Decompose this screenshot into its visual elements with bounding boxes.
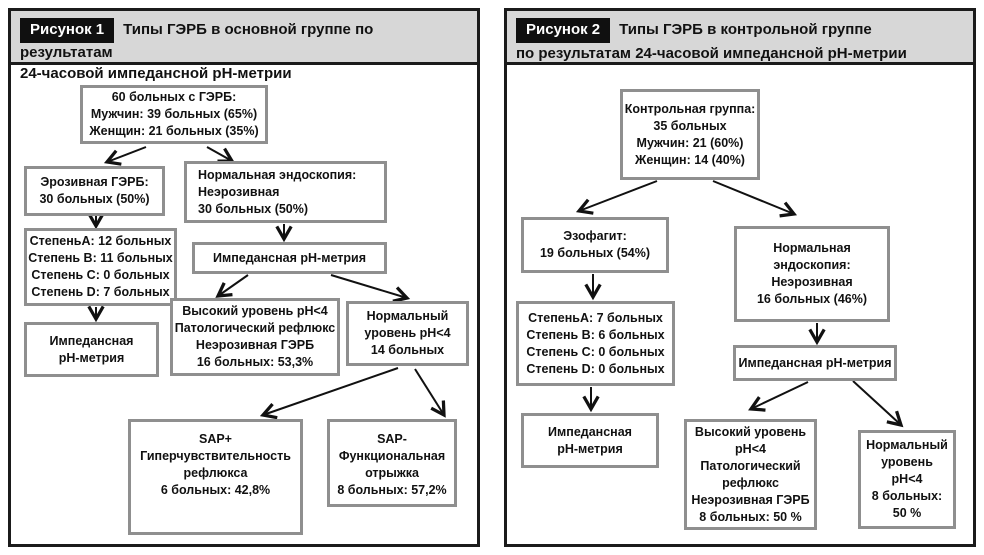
node-text-line: эндоскопия: <box>773 258 851 272</box>
node-text-line: 8 больных: 57,2% <box>337 483 447 497</box>
node-fig2-impedance-mid: Импедансная pH-метрия <box>733 345 897 381</box>
node-text-line: Нормальная <box>773 241 851 255</box>
node-fig2-esophagitis: Эзофагит: 19 больных (54%) <box>521 217 669 273</box>
node-text-line: Степень В: 11 больных <box>28 251 173 265</box>
figure2-header-line1: Рисунок 2 Типы ГЭРБ в контрольной группе <box>516 18 964 43</box>
node-text-line: Степень С: 0 больных <box>526 344 665 359</box>
figure1-flowchart: 60 больных с ГЭРБ: Мужчин: 39 больных (65… <box>11 65 471 541</box>
node-text-line: рефлюкс <box>722 475 779 490</box>
node-fig1-impedance-mid: Импедансная pH-метрия <box>192 242 387 274</box>
node-text-line: 50 % <box>892 506 922 520</box>
node-text-line: Неэрозивная ГЭРБ <box>691 492 810 507</box>
node-text-line: Гиперчувствительность <box>140 449 291 463</box>
node-fig1-normal-ph: Нормальный уровень pH<4 14 больных <box>346 301 469 366</box>
figure1-title-line1: Типы ГЭРБ в основной группе по результат… <box>20 21 374 61</box>
node-text-line: 30 больных (50%) <box>39 192 150 206</box>
node-text-line: Степень С: 0 больных <box>31 268 170 282</box>
node-fig1-sap-plus: SAP+ Гиперчувствительность рефлюкса 6 больн… <box>128 419 303 535</box>
node-text-line: Высокий уровень <box>694 424 807 439</box>
node-text-line: pH-метрия <box>58 350 125 365</box>
node-text-line: pH<4 <box>735 441 766 456</box>
node-text-line: Эзофагит: <box>563 229 627 243</box>
node-text-line: Контрольная группа: <box>624 101 756 116</box>
node-text-line: Импедансная pH-метрия <box>213 250 366 265</box>
node-fig2-normal-endoscopy: Нормальная эндоскопия: Неэрозивная 16 больн… <box>734 226 890 322</box>
node-text-line: уровень pH<4 <box>364 326 451 340</box>
node-fig1-erosive: Эрозивная ГЭРБ: 30 больных (50%) <box>24 166 165 216</box>
node-text-line: Нормальный <box>366 309 449 323</box>
node-text-line: Нормальный <box>866 438 948 452</box>
node-text-line: 6 больных: 42,8% <box>160 483 271 497</box>
node-text-line: 35 больных <box>653 118 727 133</box>
node-fig1-patients: 60 больных с ГЭРБ: Мужчин: 39 больных (65… <box>80 85 268 144</box>
node-text-line: 8 больных: 50 % <box>699 509 802 524</box>
node-text-line: 60 больных с ГЭРБ: <box>111 90 237 104</box>
node-text-line: Неэрозивная <box>771 275 853 289</box>
node-text-line: Мужчин: 21 (60%) <box>636 135 744 150</box>
node-text-line: pH<4 <box>891 472 923 486</box>
node-fig2-impedance-left: Импедансная pH-метрия <box>521 413 659 468</box>
figure1-badge: Рисунок 1 <box>20 18 115 43</box>
node-text-line: СтепеньА: 7 больных <box>528 310 663 325</box>
node-text-line: Степень D: 0 больных <box>526 361 665 376</box>
node-text-line: Патологический рефлюкс <box>174 321 336 335</box>
node-text-line: 16 больных (46%) <box>756 292 868 306</box>
node-text-line: Неэрозивная <box>198 184 280 199</box>
node-text-line: СтепеньА: 12 больных <box>29 234 172 248</box>
node-text-line: Степень В: 6 больных <box>526 327 665 342</box>
node-text-line: Степень D: 7 больных <box>31 285 170 299</box>
node-fig1-sap-minus: SAP- Функциональная отрыжка 8 больных: 57,2… <box>327 419 457 507</box>
node-text-line: Женщин: 21 больных (35%) <box>89 124 259 138</box>
node-text-line: Мужчин: 39 больных (65%) <box>90 107 258 121</box>
figure1-title-line2: 24-часовой импедансной pH-метрии <box>20 65 292 82</box>
node-fig1-impedance-left: Импедансная pH-метрия <box>24 322 159 377</box>
node-text-line: Высокий уровень pH<4 <box>182 304 328 318</box>
node-text-line: Функциональная <box>338 449 446 463</box>
node-text-line: pH-метрия <box>557 441 623 456</box>
node-text-line: 16 больных: 53,3% <box>196 355 314 369</box>
node-text-line: уровень <box>881 455 933 469</box>
node-text-line: Импедансная <box>548 424 632 439</box>
node-text-line: Патологический <box>700 458 801 473</box>
node-text-line: 14 больных <box>370 343 445 357</box>
node-text-line: Импедансная <box>49 333 134 348</box>
figure2-title-line1: Типы ГЭРБ в контрольной группе <box>619 21 872 38</box>
node-text-line: Женщин: 14 (40%) <box>635 152 745 167</box>
figure2-badge: Рисунок 2 <box>516 18 611 43</box>
node-text-line: Нормальная эндоскопия: <box>198 167 357 182</box>
node-text-line: SAP+ <box>198 432 232 446</box>
node-fig2-normal-ph: Нормальный уровень pH<4 8 больных: 50 % <box>858 430 956 529</box>
node-text-line: Неэрозивная ГЭРБ <box>195 338 315 352</box>
node-text-line: 19 больных (54%) <box>539 246 651 260</box>
node-text-line: отрыжка <box>365 466 419 480</box>
node-text-line: Импедансная pH-метрия <box>738 355 892 370</box>
node-text-line: SAP- <box>377 432 407 446</box>
node-text-line: рефлюкса <box>183 466 248 480</box>
node-text-line: Эрозивная ГЭРБ: <box>40 175 149 189</box>
node-text-line: 8 больных: <box>871 489 943 503</box>
node-fig1-normal-endoscopy: Нормальная эндоскопия: Неэрозивная 30 боль… <box>184 161 387 223</box>
node-text-line: 30 больных (50%) <box>198 201 309 216</box>
figure2-title-line2: по результатам 24-часовой импедансной pH… <box>516 45 907 62</box>
